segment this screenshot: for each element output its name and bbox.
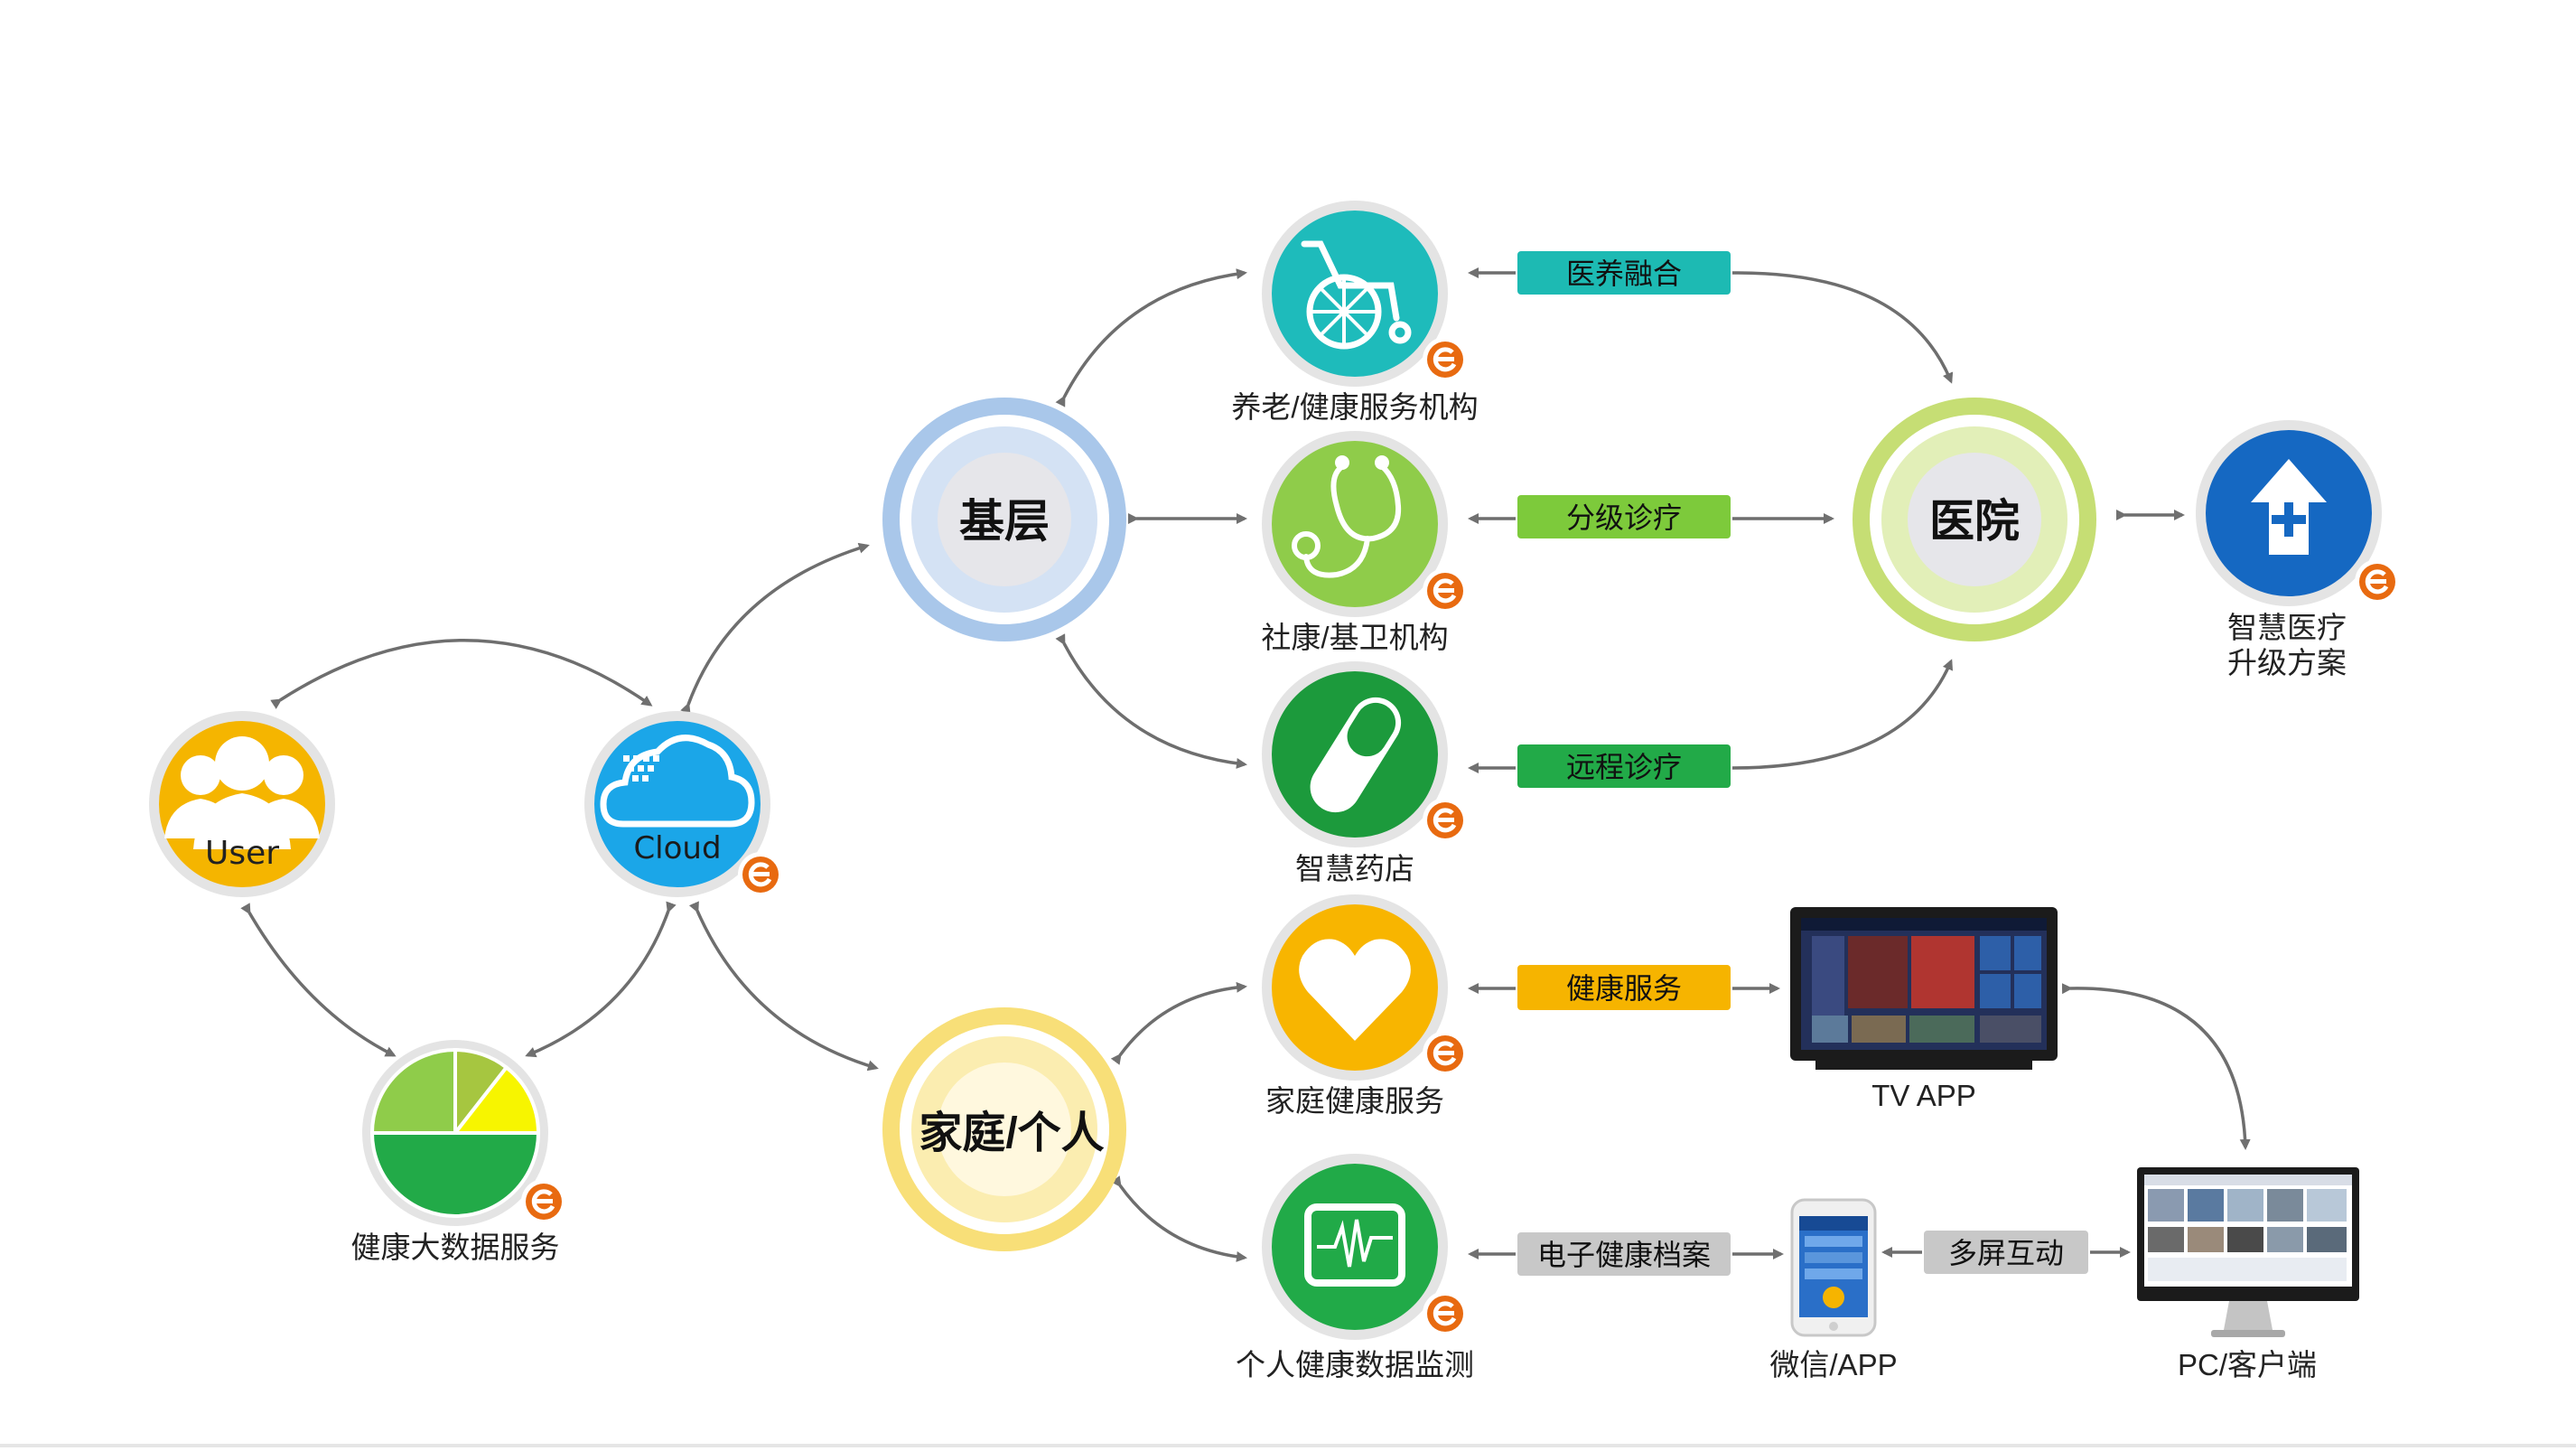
smart-upgrade-node[interactable]: 智慧医疗 升级方案 — [2196, 420, 2400, 679]
arrow-cloud-jiating — [688, 901, 879, 1072]
pill-fenji: 分级诊疗 — [1517, 495, 1731, 538]
pill-fenji-label: 分级诊疗 — [1566, 501, 1682, 534]
pill-duoping: 多屏互动 — [1924, 1231, 2088, 1274]
connector-arrows — [240, 267, 2251, 1262]
pill-yiyang: 医养融合 — [1517, 251, 1731, 295]
brand-badge-icon — [1423, 337, 1468, 382]
wheelchair-icon — [1301, 240, 1412, 350]
heart-icon — [1299, 939, 1411, 1041]
brand-badge-icon — [2355, 559, 2400, 604]
pill-yuancheng-label: 远程诊疗 — [1566, 751, 1682, 783]
pie-slice-3 — [451, 1064, 541, 1135]
brand-badge-icon — [1423, 798, 1468, 843]
pie-slice-4 — [369, 1131, 541, 1218]
pill-icon — [1310, 697, 1402, 813]
brand-badge-icon — [1423, 568, 1468, 613]
arrow-cloud-bigdata — [525, 901, 677, 1058]
stethoscope-icon — [1292, 455, 1402, 578]
cloud-label: Cloud — [633, 830, 721, 866]
pc-client-device[interactable]: PC/客户端 — [2137, 1167, 2359, 1381]
yiyuan-label: 医院 — [1929, 496, 2020, 547]
jiating-label: 家庭/个人 — [919, 1109, 1104, 1157]
pie-slice-1 — [369, 1047, 457, 1135]
yaodian-node[interactable]: 智慧药店 — [1262, 661, 1468, 885]
users-group-icon — [164, 736, 320, 849]
jiceng-label: 基层 — [959, 496, 1050, 547]
wechat-app-device[interactable]: 微信/APP — [1769, 1198, 1898, 1381]
brand-badge-icon — [521, 1179, 566, 1224]
bigdata-pie-icon — [369, 1047, 541, 1218]
arrow-user-bigdata — [240, 903, 397, 1057]
user-node[interactable]: User — [149, 711, 335, 897]
cloud-icon — [600, 735, 755, 828]
yanglao-label: 养老/健康服务机构 — [1231, 390, 1478, 424]
yaodian-label: 智慧药店 — [1295, 852, 1414, 885]
jiceng-hub[interactable]: 基层 — [882, 398, 1126, 641]
personal-monitor-node[interactable]: 个人健康数据监测 — [1236, 1154, 1474, 1381]
arrow-jiating-familyhealth — [1110, 981, 1247, 1065]
personal-monitor-label: 个人健康数据监测 — [1236, 1348, 1474, 1381]
pill-yiyang-label: 医养融合 — [1566, 257, 1682, 290]
yanglao-node[interactable]: 养老/健康服务机构 — [1231, 201, 1479, 424]
bigdata-node[interactable]: 健康大数据服务 — [351, 1040, 567, 1264]
pill-jiankang-fuwu: 健康服务 — [1517, 965, 1731, 1010]
arrow-cloud-jiceng — [680, 542, 870, 715]
jiating-hub[interactable]: 家庭/个人 — [882, 1007, 1126, 1251]
arrow-jiceng-yaodian — [1055, 633, 1247, 769]
shekang-node[interactable]: 社康/基卫机构 — [1261, 431, 1468, 654]
wechat-app-label: 微信/APP — [1769, 1348, 1897, 1381]
pill-dianzi-dangan: 电子健康档案 — [1517, 1232, 1731, 1276]
brand-badge-icon — [738, 852, 783, 897]
pill-dianzi-dangan-label: 电子健康档案 — [1537, 1239, 1711, 1271]
smart-upgrade-label-2: 升级方案 — [2227, 646, 2347, 679]
arrow-jiating-personal — [1110, 1175, 1247, 1262]
tv-app-device[interactable]: TV APP — [1790, 907, 2058, 1112]
smart-upgrade-label-1: 智慧医疗 — [2227, 611, 2347, 644]
ecg-monitor-icon — [1304, 1203, 1405, 1287]
yiyuan-hub[interactable]: 医院 — [1853, 398, 2096, 641]
pc-client-label: PC/客户端 — [2178, 1348, 2317, 1381]
arrow-tv-pc — [2061, 983, 2251, 1150]
bigdata-label: 健康大数据服务 — [351, 1231, 560, 1264]
user-label: User — [205, 835, 279, 872]
cloud-node[interactable]: Cloud — [584, 711, 783, 897]
tv-app-label: TV APP — [1871, 1079, 1976, 1112]
bottom-divider — [0, 1444, 2576, 1447]
brand-badge-icon — [1423, 1031, 1468, 1076]
arrow-user-cloud — [270, 639, 653, 709]
shekang-label: 社康/基卫机构 — [1261, 621, 1448, 654]
brand-badge-icon — [1423, 1291, 1468, 1336]
arrow-yuancheng-yiyuan — [1731, 659, 1954, 770]
pill-yuancheng: 远程诊疗 — [1517, 744, 1731, 788]
hospital-upgrade-icon — [2251, 459, 2327, 555]
family-health-label: 家庭健康服务 — [1265, 1084, 1444, 1118]
pill-duoping-label: 多屏互动 — [1948, 1237, 2064, 1269]
data-dots-icon — [623, 755, 659, 782]
arrow-jiceng-yanglao — [1055, 268, 1247, 407]
pill-jiankang-fuwu-label: 健康服务 — [1566, 972, 1682, 1005]
arrow-yanglao-yiyuan — [1731, 271, 1954, 384]
family-health-node[interactable]: 家庭健康服务 — [1262, 894, 1468, 1118]
